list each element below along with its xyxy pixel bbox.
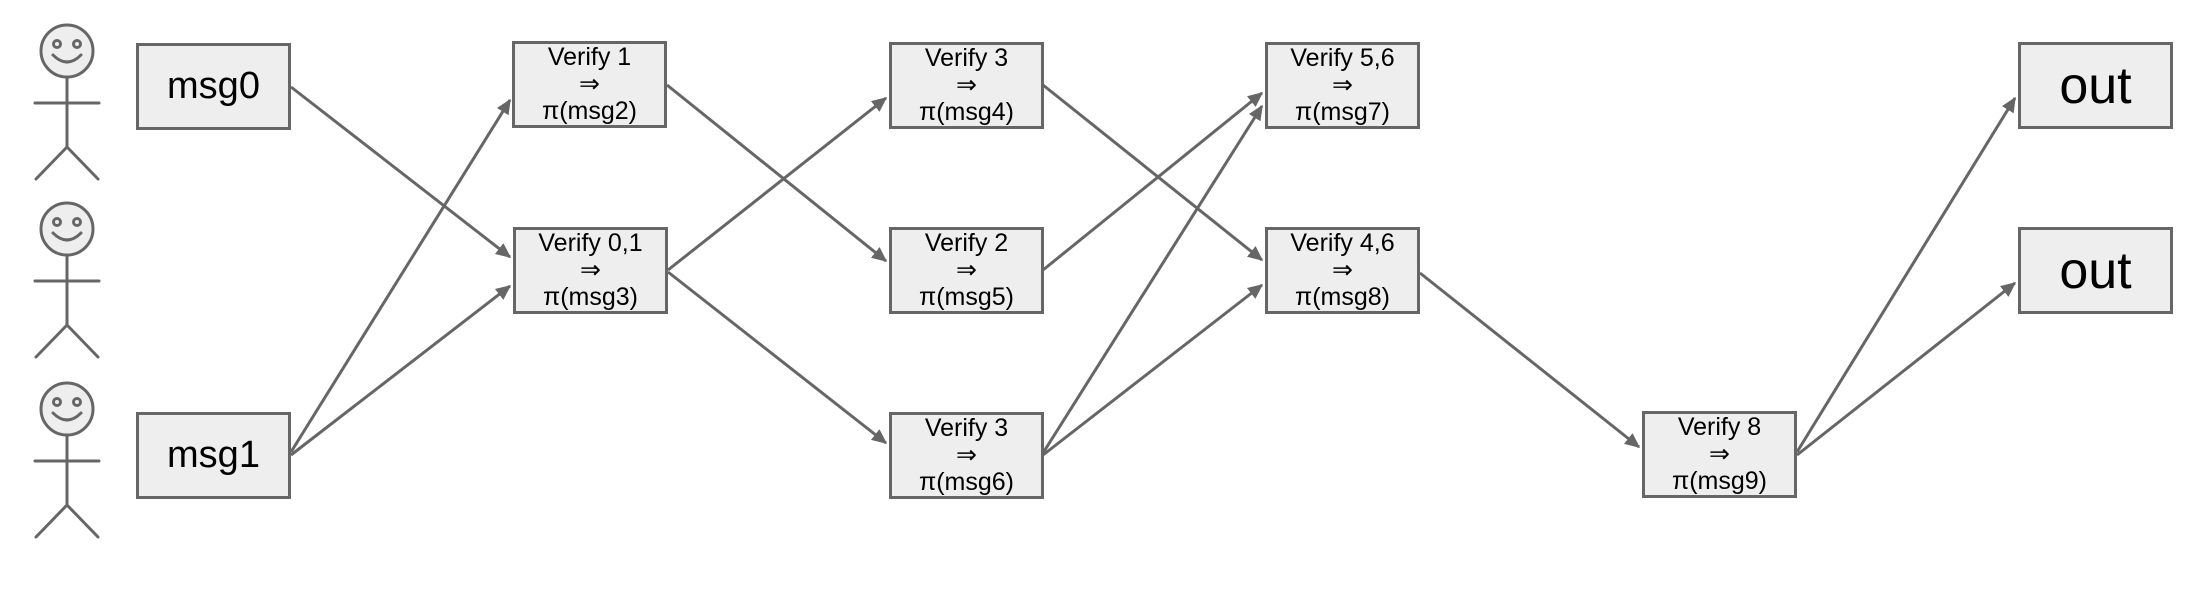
node-verify-msg3: Verify 0,1 ⇒ π(msg3) [513,227,668,314]
verify-output: π(msg2) [541,97,638,125]
verify-output: π(msg8) [1294,283,1391,311]
node-label: out [2059,56,2132,115]
verify-title: Verify 1 [547,43,632,71]
implies-icon: ⇒ [1332,256,1353,284]
node-label: msg0 [167,65,260,107]
node-verify-msg2: Verify 1 ⇒ π(msg2) [512,41,667,128]
node-label: out [2059,241,2132,300]
verify-title: Verify 5,6 [1290,44,1395,72]
verify-output: π(msg9) [1671,467,1768,495]
node-out-bottom: out [2018,227,2173,314]
verify-title: Verify 3 [924,44,1009,72]
node-verify-msg7: Verify 5,6 ⇒ π(msg7) [1265,42,1420,129]
implies-icon: ⇒ [580,256,601,284]
implies-icon: ⇒ [956,71,977,99]
verify-title: Verify 4,6 [1290,229,1395,257]
verify-title: Verify 2 [924,229,1009,257]
edge-verify-msg8-verify-msg9 [1419,271,1641,449]
edge-msg0-verify-msg3 [290,85,512,259]
edge-msg1-verify-msg2 [289,98,512,453]
verify-output: π(msg3) [542,283,639,311]
verify-title: Verify 8 [1677,413,1762,441]
stick-figure-icon [33,23,101,181]
node-out-top: out [2018,42,2173,129]
edge-verify-msg3-verify-msg6 [667,270,888,445]
edge-verify-msg6-verify-msg8 [1042,283,1264,457]
stick-figure-icon [33,201,101,359]
edge-verify-msg3-verify-msg4 [667,96,888,272]
verify-output: π(msg6) [918,468,1015,496]
verify-output: π(msg5) [918,283,1015,311]
edge-verify-msg4-verify-msg8 [1042,83,1264,262]
edge-msg1-verify-msg3 [290,284,512,457]
verify-title: Verify 3 [924,414,1009,442]
verify-output: π(msg4) [918,98,1015,126]
verify-output: π(msg7) [1294,98,1391,126]
implies-icon: ⇒ [1332,71,1353,99]
node-verify-msg4: Verify 3 ⇒ π(msg4) [889,42,1044,129]
node-verify-msg6: Verify 3 ⇒ π(msg6) [889,412,1044,499]
node-verify-msg9: Verify 8 ⇒ π(msg9) [1642,411,1797,498]
node-label: msg1 [167,434,260,476]
implies-icon: ⇒ [579,70,600,98]
verify-title: Verify 0,1 [538,229,643,257]
edge-verify-msg9-out-top [1795,96,2017,453]
implies-icon: ⇒ [956,441,977,469]
edge-verify-msg6-verify-msg7 [1041,104,1264,454]
edge-verify-msg9-out-bottom [1796,281,2017,457]
edge-verify-msg5-verify-msg7 [1042,91,1264,272]
edge-verify-msg2-verify-msg5 [666,83,888,263]
implies-icon: ⇒ [1709,440,1730,468]
node-verify-msg5: Verify 2 ⇒ π(msg5) [889,227,1044,314]
node-verify-msg8: Verify 4,6 ⇒ π(msg8) [1265,227,1420,314]
node-msg1: msg1 [136,412,291,499]
node-msg0: msg0 [136,43,291,130]
stick-figure-icon [33,381,101,539]
implies-icon: ⇒ [956,256,977,284]
